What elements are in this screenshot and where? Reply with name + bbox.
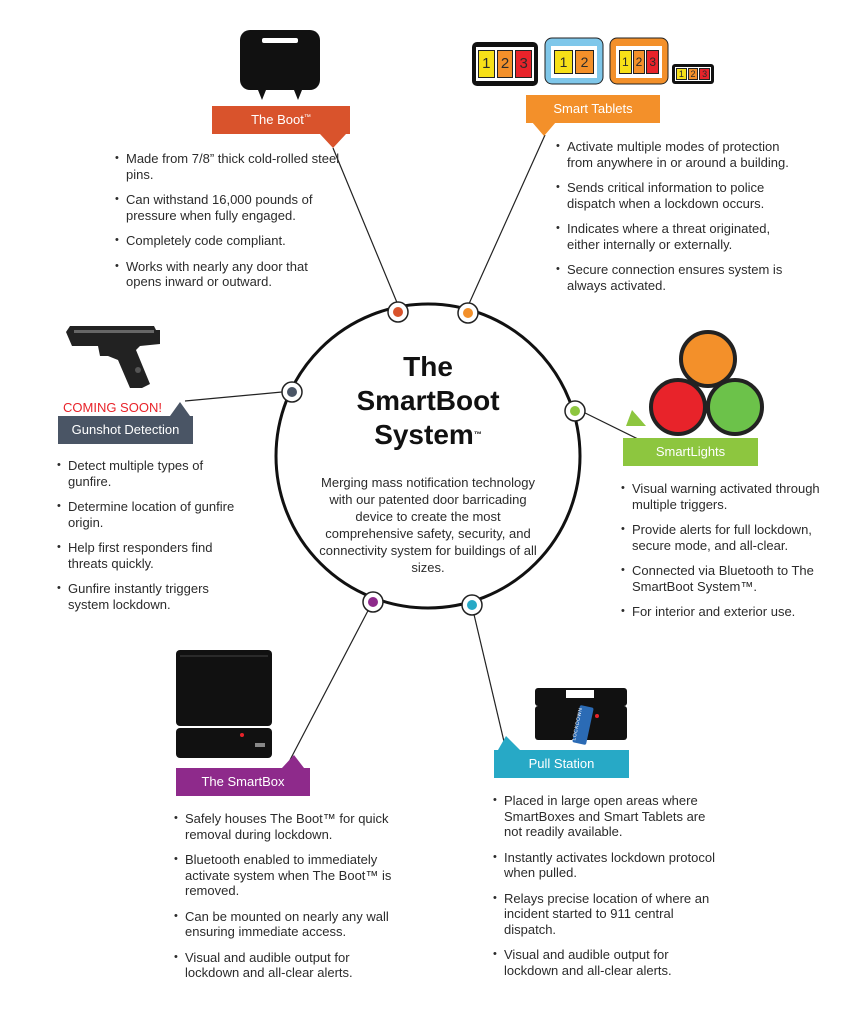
tablets-node <box>457 302 479 324</box>
bullet-item: Placed in large open areas where SmartBo… <box>493 793 723 840</box>
handgun-image <box>66 326 160 388</box>
tablet-1-digits: 1 2 3 <box>478 50 533 78</box>
tablets-tag-pointer <box>532 122 556 136</box>
title-trademark: ™ <box>473 430 482 439</box>
pull-node <box>461 594 483 616</box>
digit-1-box: 1 <box>619 50 632 74</box>
title-line-3: System™ <box>318 418 538 452</box>
bullet-item: Visual and audible output for lockdown a… <box>493 947 723 978</box>
boot-product-image <box>240 30 320 100</box>
bullet-item: Gunfire instantly triggers system lockdo… <box>57 581 237 612</box>
coming-soon-label: COMING SOON! <box>63 400 162 415</box>
tablets-bullets: Activate multiple modes of protection fr… <box>556 139 806 303</box>
digit-1-box: 1 <box>676 68 687 80</box>
bullet-item: Made from 7/8” thick cold-rolled steel p… <box>115 151 345 182</box>
digit-2-box: 2 <box>575 50 594 74</box>
tablet-4-digits: 1 2 3 <box>676 68 711 80</box>
bullet-item: Relays precise location of where an inci… <box>493 891 723 938</box>
lights-node <box>564 400 586 422</box>
boot-tag-pointer <box>320 134 346 148</box>
system-description: Merging mass notification technology wit… <box>319 475 537 575</box>
system-ring <box>274 302 582 610</box>
bullet-item: Safely houses The Boot™ for quick remova… <box>174 811 404 842</box>
system-title: The SmartBoot System™ <box>318 350 538 452</box>
tablets-tag-label: Smart Tablets <box>553 101 633 116</box>
boot-tag: The Boot™ <box>212 106 350 134</box>
digit-2-box: 2 <box>632 50 646 74</box>
connector-lines <box>184 134 641 761</box>
smartbox-tag-label: The SmartBox <box>201 774 285 789</box>
boot-bullets: Made from 7/8” thick cold-rolled steel p… <box>115 151 345 300</box>
boot-tag-tm: ™ <box>303 114 311 121</box>
bullet-item: Sends critical information to police dis… <box>556 180 806 211</box>
bullet-item: Connected via Bluetooth to The SmartBoot… <box>621 563 821 594</box>
bullet-item: Help first responders find threats quick… <box>57 540 237 571</box>
pull-tag-pointer <box>498 736 520 750</box>
smartbox-node <box>362 591 384 613</box>
gunshot-bullets: Detect multiple types of gunfire. Determ… <box>57 458 237 622</box>
tablet-3-digits: 1 2 3 <box>619 50 660 74</box>
smartbox-image <box>176 650 272 758</box>
title-line-1: The <box>403 351 453 382</box>
pull-tag: Pull Station <box>494 750 629 778</box>
lights-tag-label: SmartLights <box>655 444 726 459</box>
digit-3-box: 3 <box>646 50 660 74</box>
title-line-2: SmartBoot <box>356 385 500 416</box>
gunshot-tag-label: Gunshot Detection <box>71 422 180 437</box>
lights-tag: SmartLights <box>623 438 758 466</box>
digit-1-box: 1 <box>478 50 495 78</box>
bullet-item: Determine location of gunfire origin. <box>57 499 237 530</box>
bullet-item: Works with nearly any door that opens in… <box>115 259 345 290</box>
smartlights-image <box>649 330 764 436</box>
bullet-item: Activate multiple modes of protection fr… <box>556 139 806 170</box>
pull-bullets: Placed in large open areas where SmartBo… <box>493 793 723 988</box>
bullet-item: Instantly activates lockdown protocol wh… <box>493 850 723 881</box>
gunshot-node <box>281 381 303 403</box>
lights-tag-pointer <box>626 410 646 426</box>
gunshot-tag: Gunshot Detection <box>58 416 193 444</box>
bullet-item: Can withstand 16,000 pounds of pressure … <box>115 192 345 223</box>
digit-3-box: 3 <box>515 50 533 78</box>
title-line-3-text: System <box>374 419 474 450</box>
ring-nodes <box>281 301 586 616</box>
bullet-item: Completely code compliant. <box>115 233 345 249</box>
bullet-item: Secure connection ensures system is alwa… <box>556 262 806 293</box>
tablets-tag: Smart Tablets <box>526 95 660 123</box>
bullet-item: Can be mounted on nearly any wall ensuri… <box>174 909 404 940</box>
digit-1-box: 1 <box>554 50 573 74</box>
bullet-item: Visual and audible output for lockdown a… <box>174 950 404 981</box>
boot-node <box>387 301 409 323</box>
digit-3-box: 3 <box>699 68 711 80</box>
digit-2-box: 2 <box>496 50 514 78</box>
pull-station-image <box>535 688 627 745</box>
boot-tag-label: The Boot <box>251 112 304 127</box>
bullet-item: Visual warning activated through multipl… <box>621 481 821 512</box>
bullet-item: Indicates where a threat originated, eit… <box>556 221 806 252</box>
gunshot-tag-pointer <box>170 402 190 416</box>
lights-bullets: Visual warning activated through multipl… <box>621 481 821 630</box>
smartbox-tag: The SmartBox <box>176 768 310 796</box>
smartbox-tag-pointer <box>282 755 304 768</box>
pull-tag-label: Pull Station <box>528 756 595 771</box>
bullet-item: For interior and exterior use. <box>621 604 821 620</box>
bullet-item: Bluetooth enabled to immediately activat… <box>174 852 404 899</box>
digit-2-box: 2 <box>687 68 699 80</box>
smartbox-bullets: Safely houses The Boot™ for quick remova… <box>174 811 404 991</box>
bullet-item: Detect multiple types of gunfire. <box>57 458 237 489</box>
bullet-item: Provide alerts for full lockdown, secure… <box>621 522 821 553</box>
tablet-2-digits: 1 2 <box>554 50 594 74</box>
